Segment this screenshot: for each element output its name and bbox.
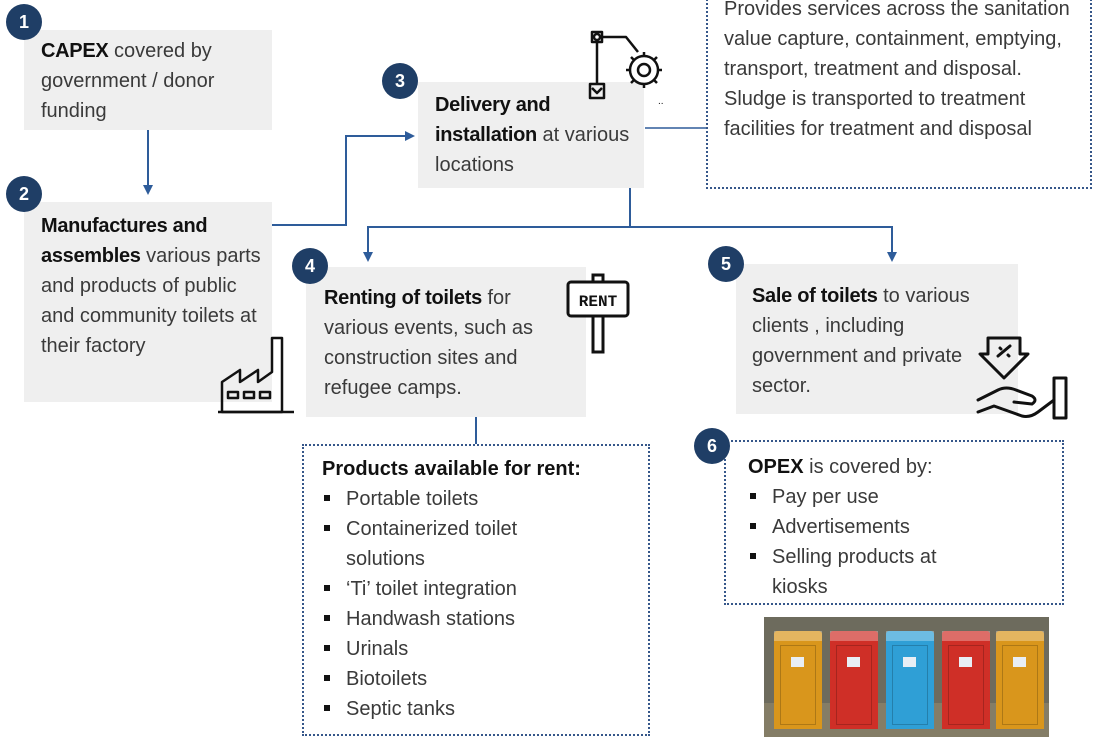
list-item: Handwash stations (322, 604, 640, 634)
list-item: Selling products at kiosks (748, 542, 988, 602)
list-item: Portable toilets (322, 484, 640, 514)
list-item: ‘Ti’ toilet integration (322, 574, 640, 604)
toilet-stall (942, 631, 990, 729)
step-4-badge: 4 (292, 248, 328, 284)
factory-icon (218, 336, 294, 414)
list-item: Pay per use (748, 482, 1054, 512)
list-item: Biotoilets (322, 664, 640, 694)
robot-arm-icon: .. (588, 30, 664, 106)
toilet-stall (886, 631, 934, 729)
step-3-box: Delivery and installation at various loc… (418, 82, 644, 188)
arrow-2-to-3 (272, 131, 415, 226)
step-6-badge: 6 (694, 428, 730, 464)
rent-products-heading: Products available for rent: (322, 458, 581, 480)
list-item: Urinals (322, 634, 640, 664)
step-2-badge: 2 (6, 176, 42, 212)
step-2-bold: Manufactures and assembles (41, 215, 208, 267)
step-5-bold: Sale of toilets (752, 285, 878, 307)
arrow-3-to-5 (630, 226, 897, 262)
svg-text:..: .. (658, 96, 664, 106)
arrow-3-to-4 (363, 188, 631, 262)
step-5-badge: 5 (708, 246, 744, 282)
step-5-box: Sale of toilets to various clients , inc… (736, 264, 1018, 414)
opex-list: Pay per use Advertisements Selling produ… (748, 482, 1054, 602)
toilet-stall (774, 631, 822, 729)
services-text: Provides services across the sanitation … (724, 0, 1070, 140)
step-4-bold: Renting of toilets (324, 287, 482, 309)
step-2-box: Manufactures and assembles various parts… (24, 202, 272, 402)
rent-sign-text: RENT (579, 293, 618, 311)
list-item: Septic tanks (322, 694, 640, 724)
step-4-text: for various events, such as construction… (324, 287, 533, 399)
services-box: Provides services across the sanitation … (706, 0, 1092, 189)
opex-box: OPEX is covered by: Pay per use Advertis… (724, 440, 1064, 605)
toilet-stall (996, 631, 1044, 729)
sale-hand-icon (976, 336, 1068, 420)
rent-products-box: Products available for rent: Portable to… (302, 444, 650, 736)
step-2-text: various parts and products of public and… (41, 245, 261, 357)
rent-sign-icon: RENT (566, 273, 630, 354)
step-1-text: covered by government / donor funding (41, 40, 215, 122)
rent-products-list: Portable toilets Containerized toilet so… (322, 484, 640, 724)
step-1-badge: 1 (6, 4, 42, 40)
list-item: Containerized toilet solutions (322, 514, 582, 574)
step-4-box: Renting of toilets for various events, s… (306, 267, 586, 417)
step-3-badge: 3 (382, 63, 418, 99)
step-3-bold: Delivery and installation (435, 94, 551, 146)
portable-toilets-photo (764, 617, 1049, 737)
step-5-text: to various clients , including governmen… (752, 285, 970, 397)
list-item: Advertisements (748, 512, 1054, 542)
step-1-bold: CAPEX (41, 40, 109, 62)
step-3-text: at various locations (435, 124, 630, 176)
toilet-stall (830, 631, 878, 729)
opex-heading: OPEX is covered by: (748, 456, 933, 478)
step-1-box: CAPEX covered by government / donor fund… (24, 30, 272, 130)
